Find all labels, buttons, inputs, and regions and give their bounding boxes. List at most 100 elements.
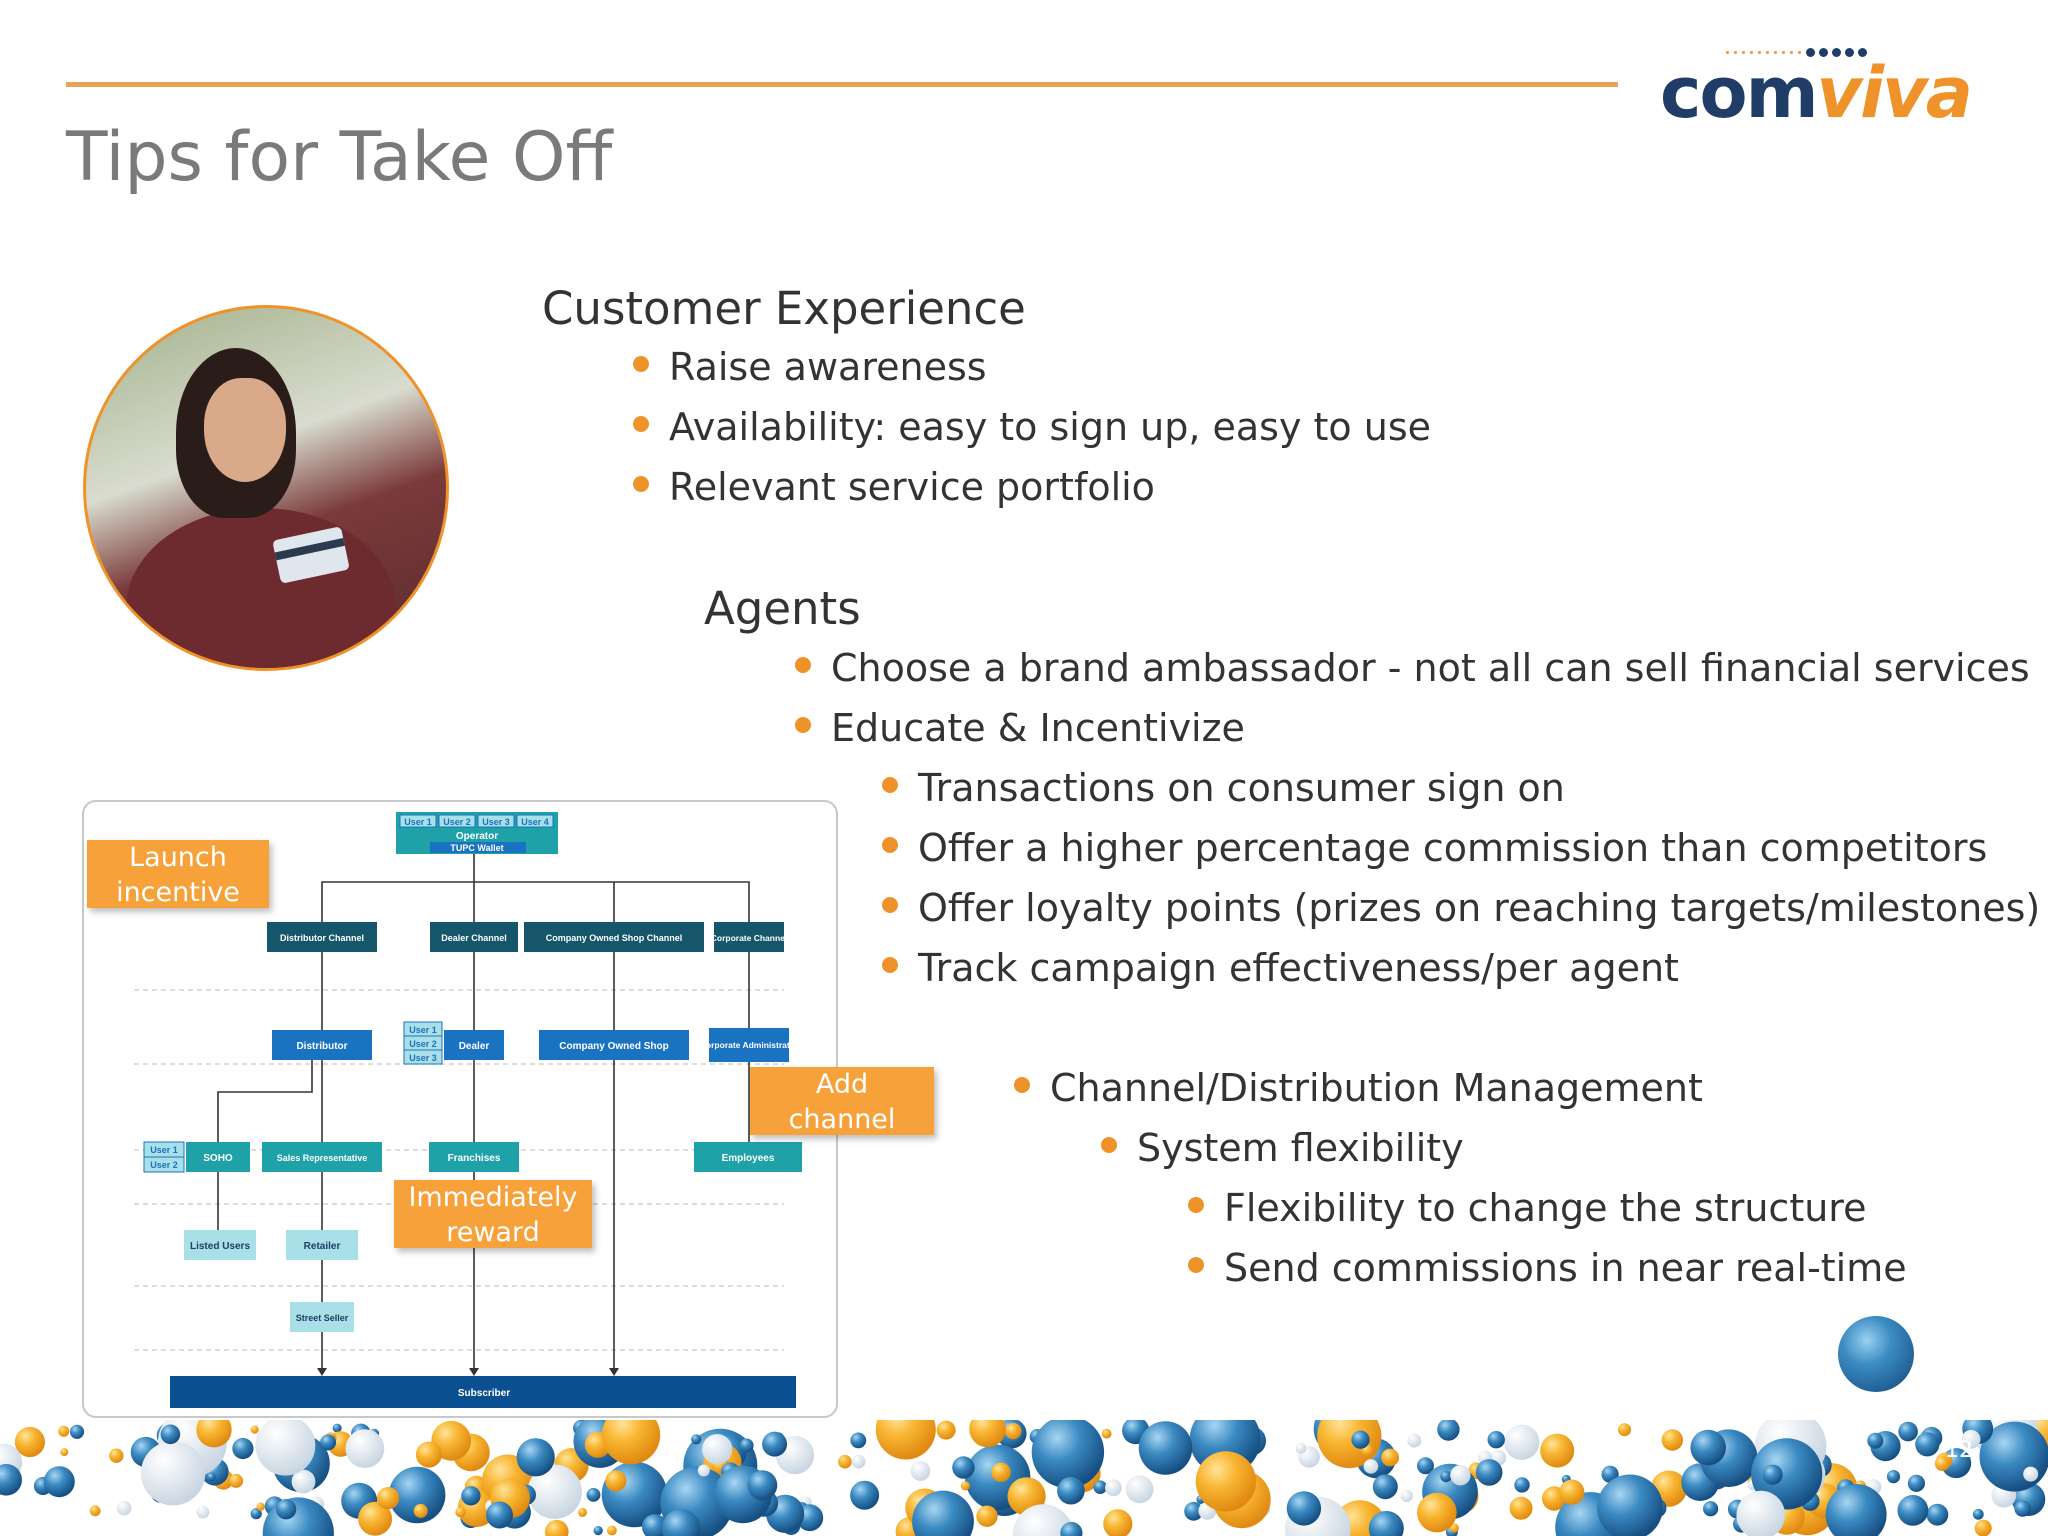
footer-bubble	[1907, 1474, 1925, 1492]
footer-bubble	[1103, 1509, 1133, 1536]
footer-bubble	[140, 1441, 206, 1506]
corporate-admin-box: Corporate Administrator	[700, 1040, 799, 1050]
footer-bubble	[413, 1503, 428, 1518]
operator-user-2: User 2	[443, 817, 471, 827]
soho-box: SOHO	[203, 1153, 233, 1164]
agents-subitem-3: Offer loyalty points (prizes on reaching…	[881, 886, 2041, 930]
footer-bubble	[1372, 1474, 1398, 1500]
dealer-channel-box: Dealer Channel	[441, 933, 507, 943]
footer-bubble	[702, 1434, 733, 1465]
footer-bubble	[1618, 1423, 1631, 1437]
footer-bubble	[58, 1425, 70, 1437]
footer-bubble	[486, 1501, 513, 1529]
header-rule	[66, 82, 1618, 87]
operator-user-1: User 1	[404, 817, 432, 827]
footer-bubble	[1450, 1465, 1471, 1486]
footer-bubble	[912, 1490, 974, 1536]
footer-bubble	[1762, 1464, 1783, 1485]
dealer-user-2: User 2	[409, 1039, 437, 1049]
footer-bubble	[250, 1425, 259, 1434]
footer-bubble	[345, 1429, 385, 1468]
footer-bubble	[991, 1462, 1011, 1482]
add-channel-line-2: channel	[788, 1104, 896, 1135]
logo-dots	[1726, 42, 1871, 61]
footer-bubble	[207, 1472, 216, 1482]
listed-users-box: Listed Users	[190, 1241, 250, 1252]
footer-bubble	[1487, 1431, 1505, 1449]
footer-bubble	[14, 1426, 45, 1458]
footer-bubble	[527, 1464, 582, 1519]
agents-subitem-2: Offer a higher percentage commission tha…	[881, 826, 1988, 870]
channel-row: Distributor Channel Dealer Channel Compa…	[267, 922, 787, 952]
footer-bubble	[2014, 1500, 2031, 1517]
footer-bubble	[320, 1434, 337, 1451]
footer-bubble	[1295, 1442, 1307, 1454]
footer-bubble	[1381, 1448, 1399, 1467]
footer-bubble	[739, 1438, 754, 1453]
footer-bubble	[578, 1507, 587, 1517]
corporate-channel-box: Corporate Channel	[711, 933, 788, 943]
footer-bubble	[1093, 1480, 1107, 1494]
footer-bubble	[1751, 1438, 1823, 1510]
footer-bubble	[605, 1470, 627, 1492]
footer-bubble	[516, 1438, 555, 1477]
footer-bubble	[1407, 1433, 1422, 1448]
footer-bubble	[388, 1466, 446, 1524]
distributor-channel-box: Distributor Channel	[280, 933, 364, 943]
footer-bubble	[1005, 1423, 1022, 1440]
footer-bubble	[255, 1420, 316, 1476]
footer-bubble	[1972, 1508, 1984, 1520]
footer-bubble	[1825, 1484, 1887, 1536]
footer-bubble	[960, 1481, 971, 1491]
footer-bubble	[642, 1514, 668, 1536]
footer-bubble	[1437, 1420, 1460, 1441]
level4-row: Listed Users Retailer Street Seller	[184, 1230, 358, 1332]
footer-bubble	[850, 1480, 880, 1510]
footer-bubble	[1105, 1479, 1122, 1497]
logo-text-com: com	[1660, 52, 1819, 134]
decorative-blue-sphere	[1838, 1316, 1914, 1392]
footer-bubble	[1898, 1421, 1918, 1442]
footer-bubble	[593, 1526, 603, 1536]
footer-bubble	[1736, 1490, 1786, 1536]
agents-heading: Agents	[704, 582, 861, 635]
level2-row: Distributor User 1 User 2 User 3 Dealer …	[272, 1021, 799, 1065]
footer-bubble	[1440, 1470, 1452, 1483]
footer-bubble	[291, 1469, 316, 1494]
footer-bubble	[1897, 1495, 1929, 1526]
immediately-reward-callout: Immediately reward	[394, 1180, 592, 1248]
retailer-box: Retailer	[304, 1241, 341, 1252]
footer-bubble	[455, 1507, 466, 1518]
franchises-box: Franchises	[448, 1153, 501, 1164]
footer-bubble	[1597, 1474, 1663, 1536]
footer-bubble	[1057, 1476, 1085, 1505]
add-channel-callout: Add channel	[750, 1067, 934, 1135]
footer-bubble	[1195, 1451, 1257, 1512]
level3-row: User 1 User 2 SOHO Sales Representative …	[143, 1141, 802, 1173]
footer-bubble	[1031, 1420, 1105, 1489]
footer-bubble	[1886, 1470, 1901, 1484]
footer-bubble	[1125, 1475, 1154, 1504]
footer-bubble	[586, 1488, 601, 1502]
footer-bubble	[1690, 1429, 1726, 1466]
footer-bubble	[109, 1448, 124, 1463]
footer-bubble	[747, 1470, 778, 1501]
footer-bubble	[256, 1502, 265, 1511]
footer-bubble	[1184, 1501, 1203, 1521]
footer-bubble	[229, 1473, 244, 1488]
footer-bubble	[160, 1424, 181, 1445]
operator-node: User 1 User 2 User 3 User 4 Operator TUP…	[396, 812, 558, 854]
footer-bubble	[1400, 1489, 1413, 1503]
footer-bubble	[377, 1487, 400, 1510]
footer-bubble	[1368, 1510, 1404, 1536]
footer-bubble	[1867, 1432, 1884, 1449]
footer-bubble	[43, 1466, 75, 1498]
footer-bubble	[952, 1456, 975, 1479]
footer-bubble	[1012, 1504, 1074, 1536]
footer-bubble	[1926, 1503, 1949, 1526]
footer-bubble	[69, 1424, 85, 1439]
comviva-logo: comviva	[1660, 48, 2010, 128]
footer-bubble	[875, 1420, 936, 1460]
footer-bubble	[1363, 1459, 1379, 1474]
dealer-box: Dealer	[459, 1041, 490, 1052]
